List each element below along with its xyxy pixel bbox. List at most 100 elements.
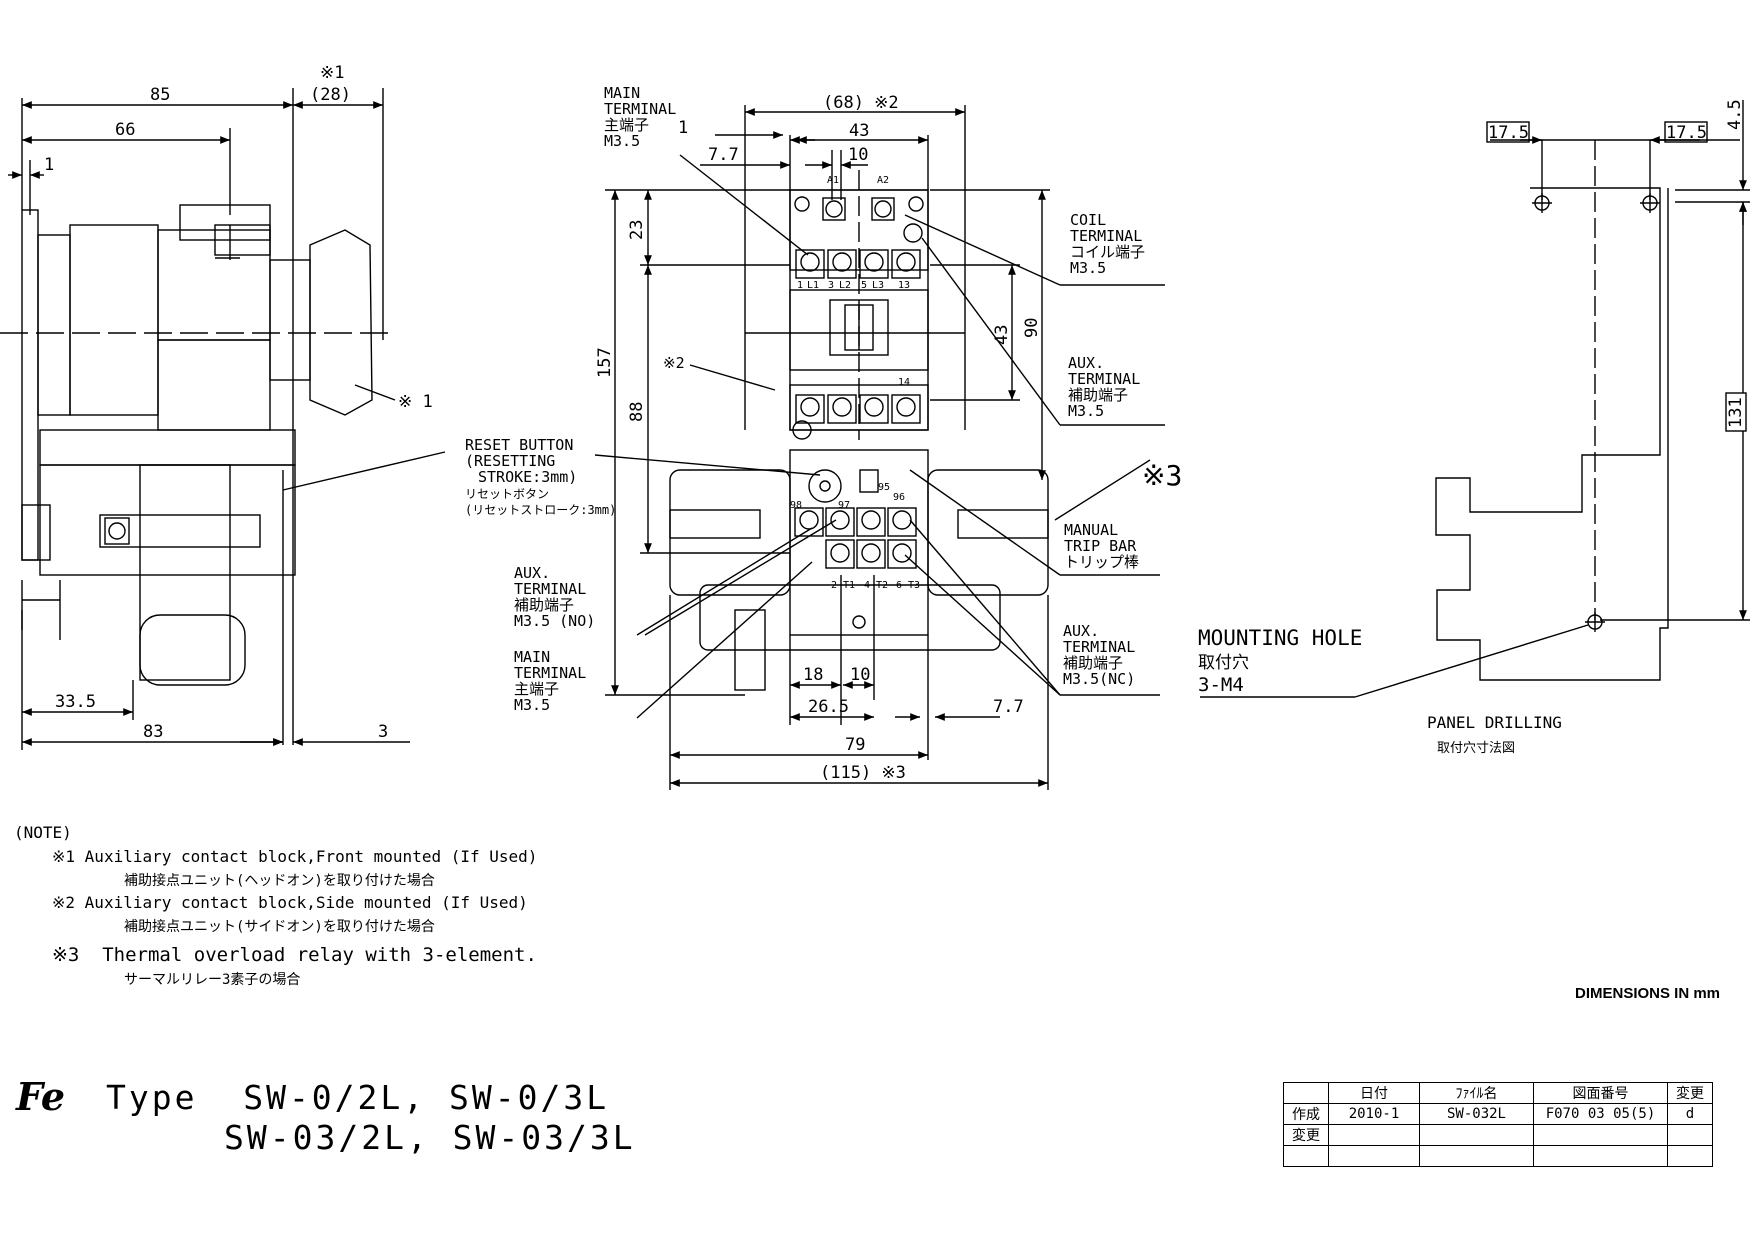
relay-t3: T3: [908, 580, 920, 591]
side-view: [0, 88, 446, 750]
title-block: 日付 ﾌｧｲﾙ名 図面番号 変更 作成 2010-1 SW-032L F070 …: [1283, 1082, 1713, 1167]
dim-1: 1: [44, 155, 54, 175]
dim-115: (115) ※3: [820, 763, 906, 783]
mark-2: ※2: [663, 354, 685, 372]
aux-nc-line4: M3.5(NC): [1063, 670, 1135, 688]
type-line-2: SW-03/2L, SW-03/3L: [224, 1118, 636, 1157]
manual-trip-line3: トリップ棒: [1064, 553, 1139, 571]
cell-empty: [1328, 1124, 1420, 1146]
title-block-corner: [1283, 1082, 1329, 1104]
front-view: [594, 105, 1165, 790]
note-2-jp: 補助接点ユニット(サイドオン)を取り付けた場合: [124, 919, 435, 935]
panel-drilling-title: PANEL DRILLING: [1427, 713, 1562, 732]
row-created-label: 作成: [1283, 1103, 1329, 1125]
note-3: ※3 Thermal overload relay with 3-element…: [52, 944, 537, 966]
aux-no-line3: 補助端子: [514, 596, 574, 614]
main-terminal-bottom-line2: TERMINAL: [514, 664, 586, 682]
dim-79: 79: [845, 735, 865, 755]
cell-empty: [1419, 1145, 1534, 1167]
dim-3: 3: [378, 722, 388, 742]
dim-66: 66: [115, 120, 135, 140]
terminal-l2: L2: [839, 280, 851, 291]
terminal-a2: A2: [877, 175, 889, 186]
aux-terminal-right-line2: TERMINAL: [1068, 370, 1140, 388]
dim-18: 18: [803, 665, 823, 685]
aux-terminal-right-line1: AUX.: [1068, 354, 1104, 372]
note-2: ※2 Auxiliary contact block,Side mounted …: [52, 893, 528, 912]
fe-logo: Fe: [16, 1074, 66, 1119]
header-filename: ﾌｧｲﾙ名: [1419, 1082, 1534, 1104]
aux-nc-line3: 補助端子: [1063, 654, 1123, 672]
cell-empty: [1328, 1145, 1420, 1167]
main-terminal-bottom-line1: MAIN: [514, 648, 550, 666]
reset-button-line1: RESET BUTTON: [465, 436, 573, 454]
mark-3: ※3: [1142, 459, 1182, 492]
reset-button-line5: (リセットストローク:3mm): [465, 503, 616, 517]
mounting-hole-line1: MOUNTING HOLE: [1198, 626, 1362, 650]
dim-17-5-left: 17.5: [1488, 123, 1529, 143]
dim-90: 90: [1022, 318, 1042, 338]
dim-43-top: 43: [849, 121, 869, 141]
dim-10-bottom: 10: [850, 665, 870, 685]
row-change-label: 変更: [1283, 1124, 1329, 1146]
relay-97: 97: [838, 500, 850, 511]
terminal-l3: L3: [872, 280, 884, 291]
dim-157: 157: [595, 347, 615, 378]
panel-drilling-view: [1200, 100, 1750, 698]
main-terminal-top-line3: 主端子: [604, 116, 649, 134]
units-label: DIMENSIONS IN mm: [1575, 985, 1721, 1002]
terminal-1: 1: [797, 280, 803, 291]
cell-empty: [1533, 1145, 1668, 1167]
cell-empty: [1667, 1145, 1713, 1167]
relay-96: 96: [893, 492, 905, 503]
header-revision: 変更: [1667, 1082, 1713, 1104]
cell-filename: SW-032L: [1419, 1103, 1534, 1125]
header-date: 日付: [1328, 1082, 1420, 1104]
coil-terminal-line4: M3.5: [1070, 259, 1106, 277]
header-drawing-no: 図面番号: [1533, 1082, 1668, 1104]
dim-85: 85: [150, 85, 170, 105]
aux-nc-line1: AUX.: [1063, 622, 1099, 640]
aux-no-line2: TERMINAL: [514, 580, 586, 598]
relay-t2: T2: [876, 580, 888, 591]
relay-t1: T1: [843, 580, 855, 591]
main-terminal-top-line2: TERMINAL: [604, 100, 676, 118]
terminal-l1: L1: [807, 280, 819, 291]
cell-empty: [1283, 1145, 1329, 1167]
coil-terminal-line3: コイル端子: [1070, 243, 1145, 261]
panel-drilling-labels: 17.5 17.5 4.5 131 MOUNTING HOLE 取付穴 3-M4…: [1198, 99, 1746, 756]
coil-terminal-line2: TERMINAL: [1070, 227, 1142, 245]
main-terminal-bottom-line3: 主端子: [514, 680, 559, 698]
aux-no-line4: M3.5 (NO): [514, 612, 595, 630]
notes-header: (NOTE): [14, 823, 72, 842]
relay-2: 2: [831, 580, 837, 591]
mounting-hole-line2: 取付穴: [1198, 653, 1249, 673]
note-1-jp: 補助接点ユニット(ヘッドオン)を取り付けた場合: [124, 873, 435, 889]
manual-trip-line2: TRIP BAR: [1064, 537, 1137, 555]
relay-98: 98: [790, 500, 802, 511]
note-1: ※1 Auxiliary contact block,Front mounted…: [52, 847, 538, 866]
reset-button-line4: リセットボタン: [465, 487, 549, 501]
main-terminal-top-line1: MAIN: [604, 84, 640, 102]
relay-4: 4: [864, 580, 870, 591]
dim-17-5-right: 17.5: [1666, 123, 1707, 143]
callout-mark-1: ※ 1: [398, 392, 433, 412]
front-view-labels: (68) ※2 43 10 7.7 1 157 23 88 43 90 18 1…: [465, 84, 1182, 783]
dim-33-5: 33.5: [55, 692, 96, 712]
note-mark-1: ※1: [320, 63, 344, 83]
manual-trip-line1: MANUAL: [1064, 521, 1118, 539]
dim-28: (28): [310, 85, 351, 105]
dim-7-7-bottom: 7.7: [993, 697, 1024, 717]
aux-terminal-right-line4: M3.5: [1068, 402, 1104, 420]
main-terminal-bottom-line4: M3.5: [514, 696, 550, 714]
mounting-hole-line3: 3-M4: [1198, 674, 1244, 696]
terminal-5: 5: [861, 280, 867, 291]
dim-83: 83: [143, 722, 163, 742]
terminal-14: 14: [898, 377, 910, 388]
reset-button-line2: (RESETTING: [465, 452, 555, 470]
terminal-3: 3: [828, 280, 834, 291]
dim-4-5: 4.5: [1725, 99, 1745, 130]
type-line-1: Type SW-0/2L, SW-0/3L: [106, 1078, 610, 1117]
aux-nc-line2: TERMINAL: [1063, 638, 1135, 656]
